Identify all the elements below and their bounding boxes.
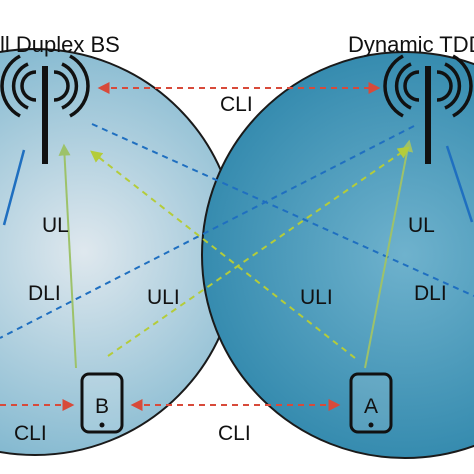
- dli-line-left-to-right: [91, 123, 474, 297]
- cell-tower-icon-right: [383, 54, 473, 164]
- uli-arrow-a-to-left-bs: [90, 150, 356, 359]
- uli-arrow-b-to-right-bs: [107, 146, 410, 357]
- dl-link-right: [445, 145, 474, 223]
- cell-tower-icon-left: [0, 54, 90, 164]
- dl-link-left: [2, 149, 26, 226]
- dli-label-right: DLI: [414, 282, 447, 305]
- ul-arrow-left: [58, 143, 77, 369]
- cli-label-bottom-left: CLI: [14, 422, 47, 445]
- ul-label-right: UL: [408, 214, 435, 237]
- dli-label-left: DLI: [28, 282, 61, 305]
- device-a-label: A: [364, 395, 378, 418]
- cli-label-top: CLI: [220, 93, 253, 116]
- title-left: ll Duplex BS: [0, 32, 120, 57]
- ul-label-left: UL: [42, 214, 69, 237]
- dli-line-right-to-left: [0, 125, 415, 339]
- device-b-label: B: [95, 395, 109, 418]
- smartphone-icon-b: [80, 372, 124, 434]
- uli-label-left: ULI: [147, 286, 180, 309]
- smartphone-icon-a: [349, 372, 393, 434]
- title-right: Dynamic TDD: [348, 32, 474, 57]
- cli-label-bottom-center: CLI: [218, 422, 251, 445]
- uli-label-right: ULI: [300, 286, 333, 309]
- ul-arrow-right: [364, 139, 414, 369]
